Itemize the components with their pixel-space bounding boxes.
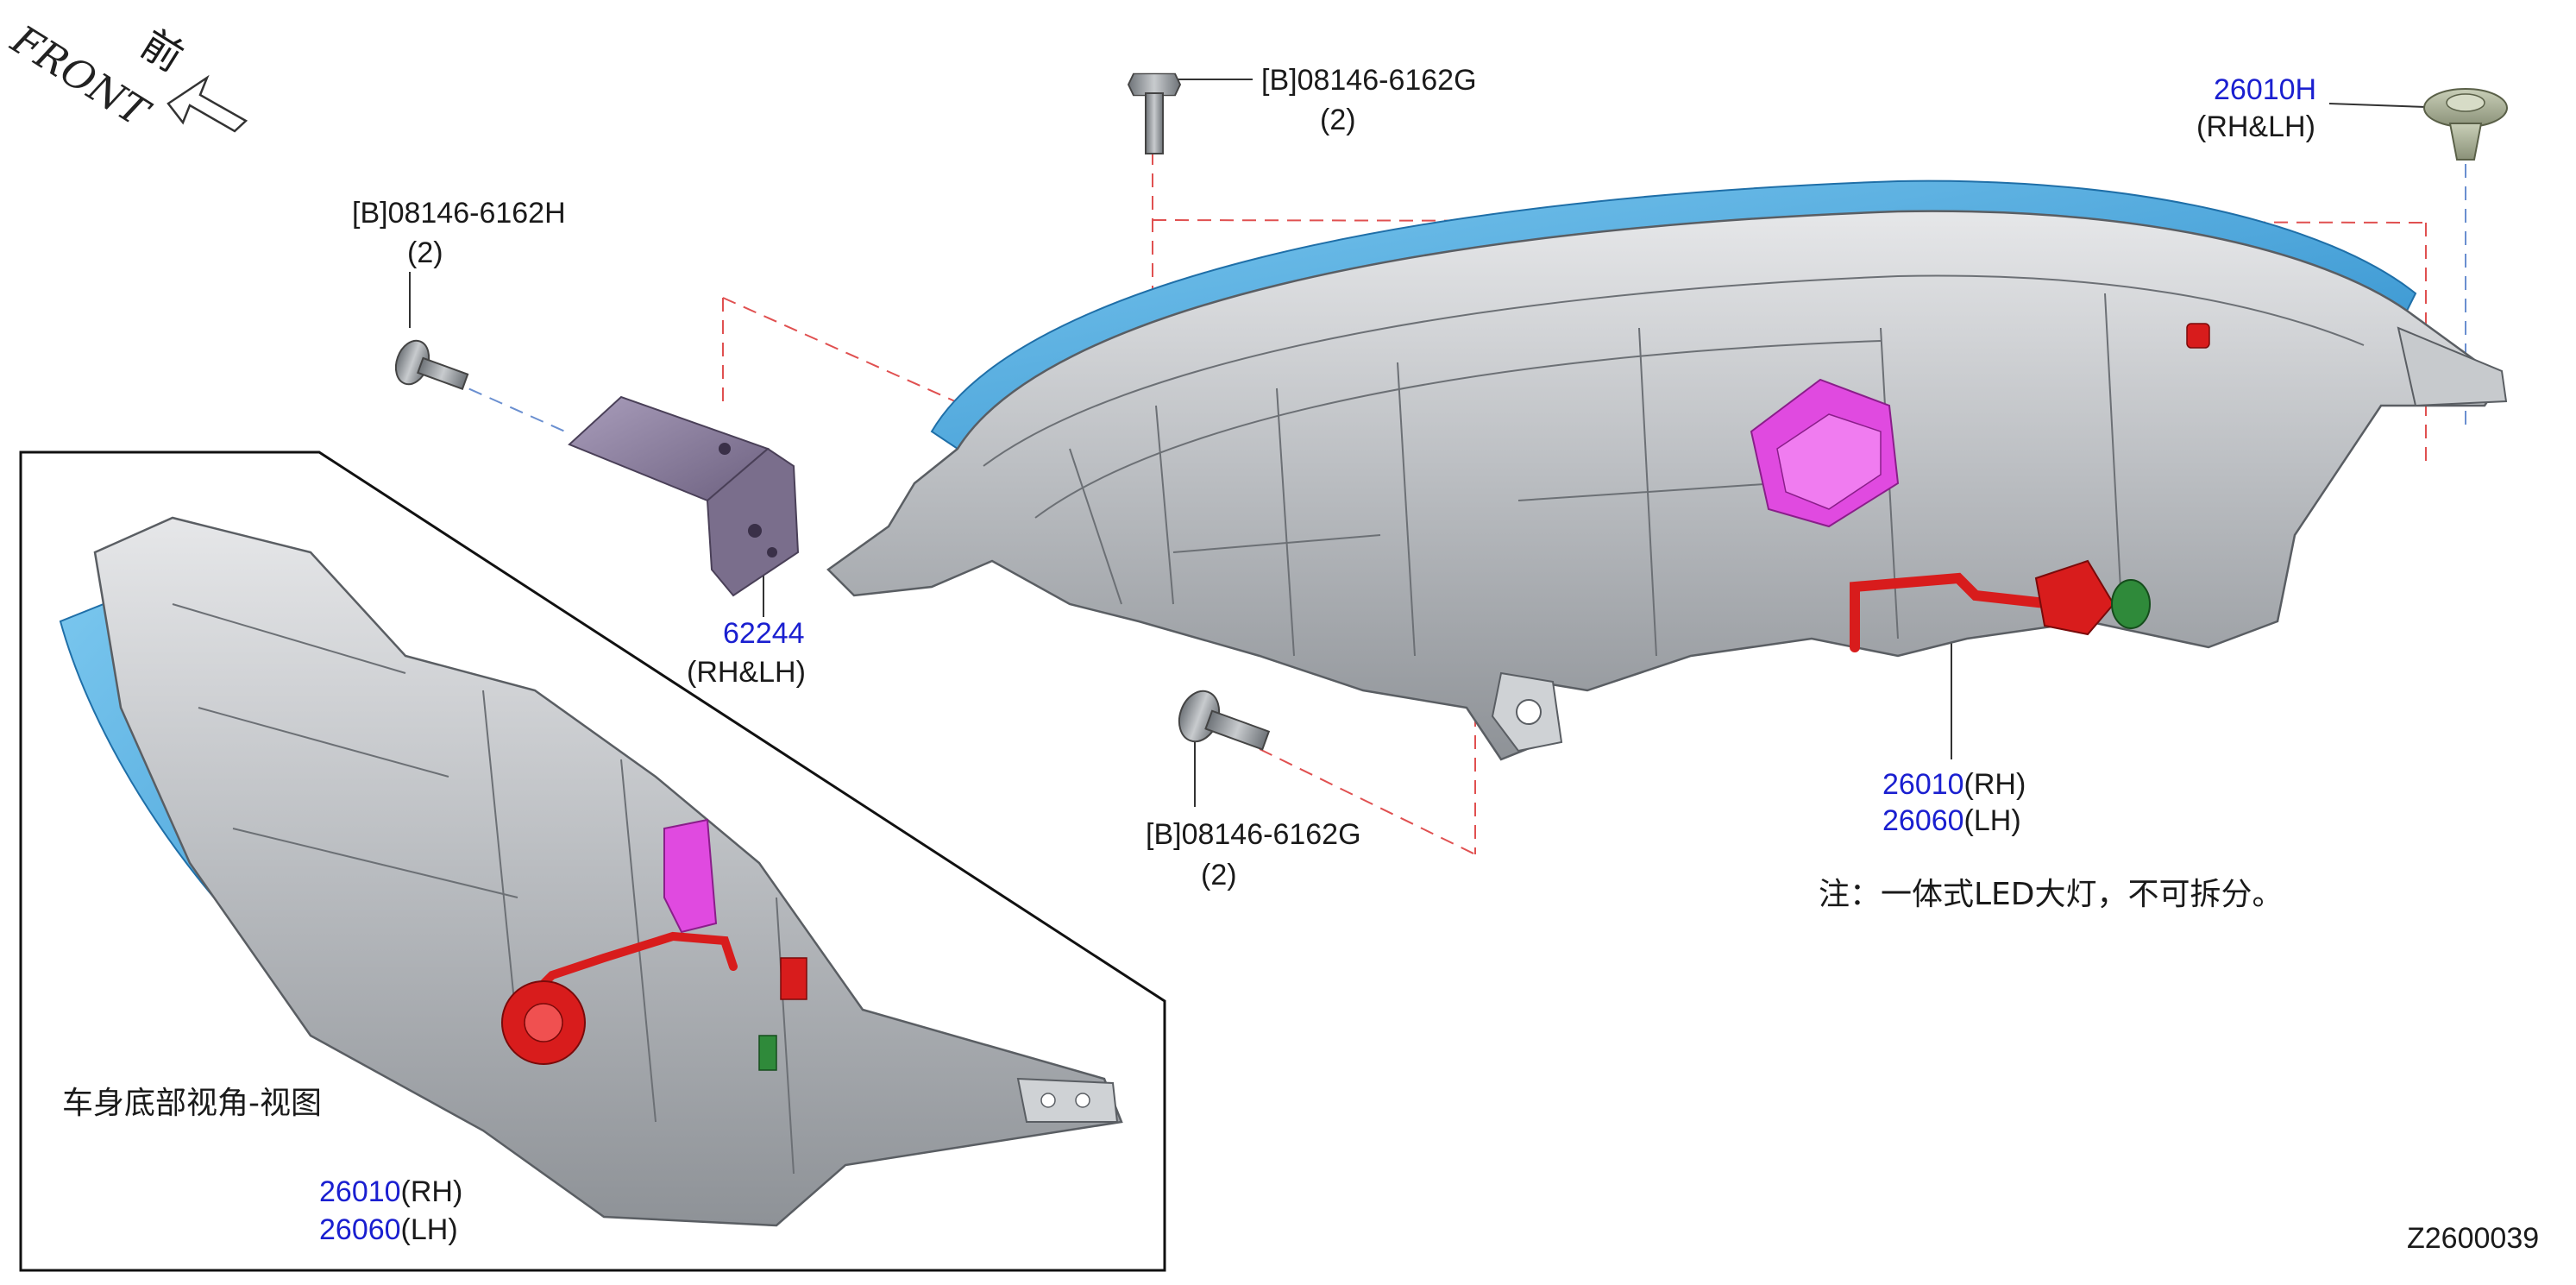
- bolt-left: [394, 339, 469, 390]
- headlamp-assembly: [826, 180, 2508, 761]
- mounting-bracket: [568, 395, 800, 597]
- clip-side: (RH&LH): [2196, 110, 2315, 143]
- front-direction-indicator: FRONT 前: [3, 16, 248, 137]
- bolt-bottom-code: [B]08146-6162G: [1146, 818, 1361, 851]
- headlamp-inset-rh: 26010(RH): [319, 1175, 462, 1208]
- clip-part-number: 26010H: [2214, 73, 2316, 106]
- bracket-part-number: 62244: [723, 617, 805, 650]
- bolt-left-code: [B]08146-6162H: [352, 197, 566, 230]
- inset-title: 车身底部视角-视图: [62, 1086, 322, 1121]
- bolt-top: [1127, 72, 1182, 154]
- callout-labels: [B]08146-6162G (2) 26010H (RH&LH) [B]081…: [62, 64, 2539, 1255]
- front-arrow-icon: [166, 74, 248, 133]
- headlamp-housing: [826, 210, 2504, 761]
- wire-harness: [1850, 572, 2058, 652]
- inset-green-plug: [758, 1035, 777, 1071]
- green-plug: [2111, 579, 2151, 629]
- front-label: FRONT: [3, 16, 159, 137]
- figure-code: Z2600039: [2407, 1222, 2539, 1255]
- inset-mounting-tab: [1016, 1077, 1119, 1123]
- inset-led-module-connector: [663, 818, 718, 934]
- vent-cap: [2186, 323, 2210, 349]
- bolt-bottom: [1178, 690, 1271, 751]
- inset-wire-harness: [531, 931, 738, 997]
- bolt-top-qty: (2): [1320, 104, 1356, 136]
- headlamp-inset-lh: 26060(LH): [319, 1213, 458, 1246]
- bracket-side: (RH&LH): [687, 656, 806, 689]
- bolt-bottom-qty: (2): [1201, 859, 1237, 891]
- front-cn-label: 前: [133, 21, 192, 81]
- inset-underbody-view: [19, 450, 1166, 1272]
- retaining-clip: [2423, 88, 2508, 161]
- inset-red-connector: [780, 957, 807, 1000]
- mounting-tab-right: [2397, 326, 2508, 407]
- bolt-left-qty: (2): [407, 236, 443, 269]
- assembly-note: 注：一体式LED大灯，不可拆分。: [1819, 877, 2284, 912]
- inset-housing-ribs: [172, 603, 795, 1175]
- bolt-top-code: [B]08146-6162G: [1261, 64, 1477, 97]
- headlamp-main-rh: 26010(RH): [1882, 768, 2026, 801]
- harness-connector: [2034, 559, 2115, 636]
- headlamp-main-lh: 26060(LH): [1882, 804, 2021, 837]
